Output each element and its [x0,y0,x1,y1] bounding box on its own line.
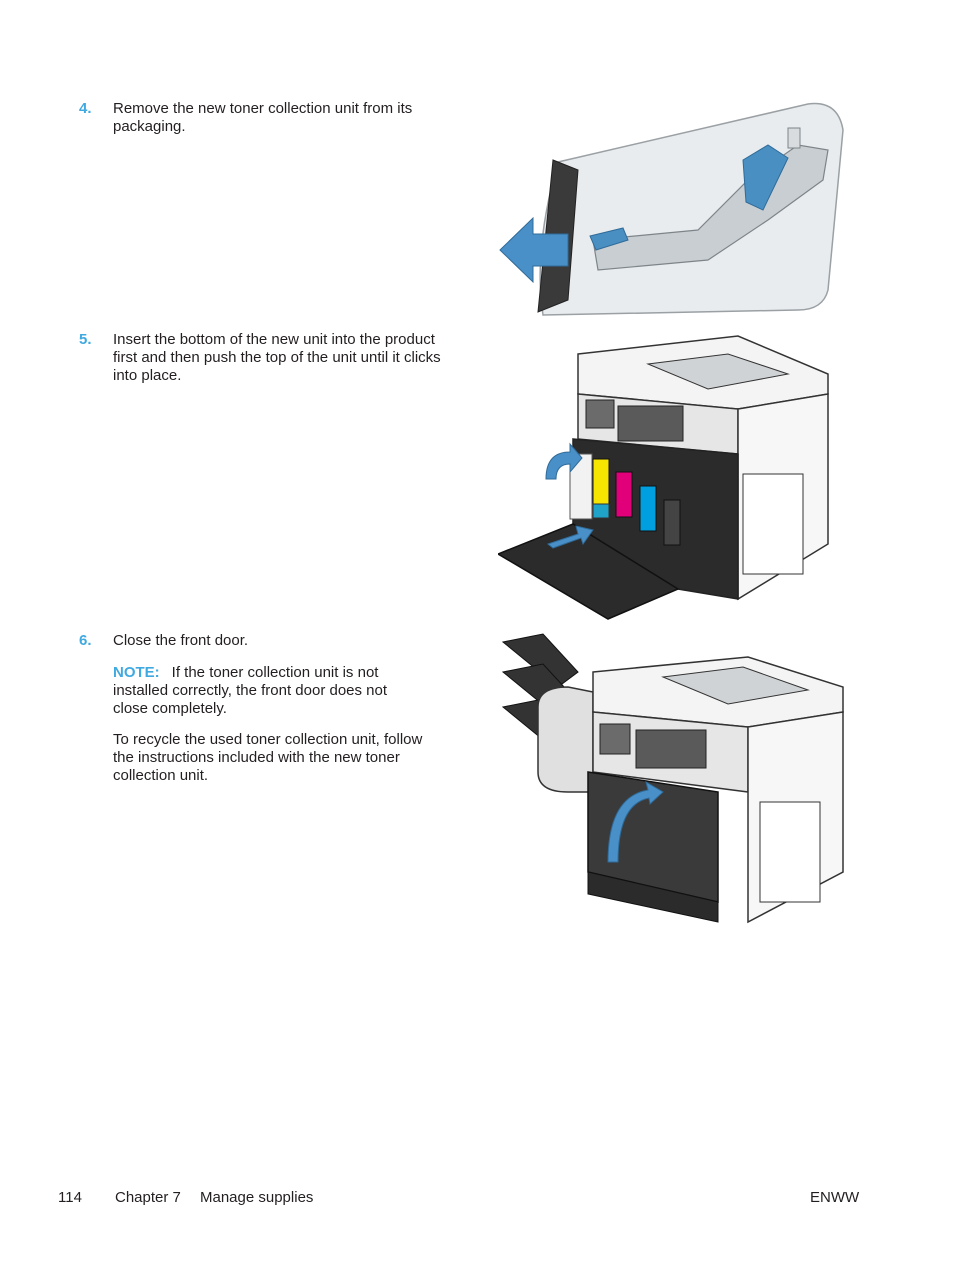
arrow-curved-icon [545,442,583,480]
note-block: NOTE:If the toner collection unit is not… [113,664,413,718]
step-5-number: 5. [79,331,92,348]
insert-toner-unit-figure [498,335,829,620]
chapter-label: Chapter 7 [115,1189,181,1206]
arrow-insert-icon [546,525,594,549]
step-6-text: Close the front door. [113,632,249,649]
page-number: 114 [58,1189,82,1206]
arrow-curved-icon [607,780,664,863]
step-5-text: Insert the bottom of the new unit into t… [113,331,441,384]
recycle-text: To recycle the used toner collection uni… [113,731,423,784]
section-title: Manage supplies [200,1189,314,1206]
toner-unit-packaging-figure [499,102,844,316]
note-text: If the toner collection unit is not inst… [113,664,388,717]
note-label: NOTE: [113,664,160,681]
step-4-number: 4. [79,100,92,117]
arrow-left-icon [499,216,569,284]
step-4-text: Remove the new toner collection unit fro… [113,100,413,135]
step-6-number: 6. [79,632,92,649]
footer-right-label: ENWW [810,1189,860,1206]
close-front-door-figure [501,633,844,924]
